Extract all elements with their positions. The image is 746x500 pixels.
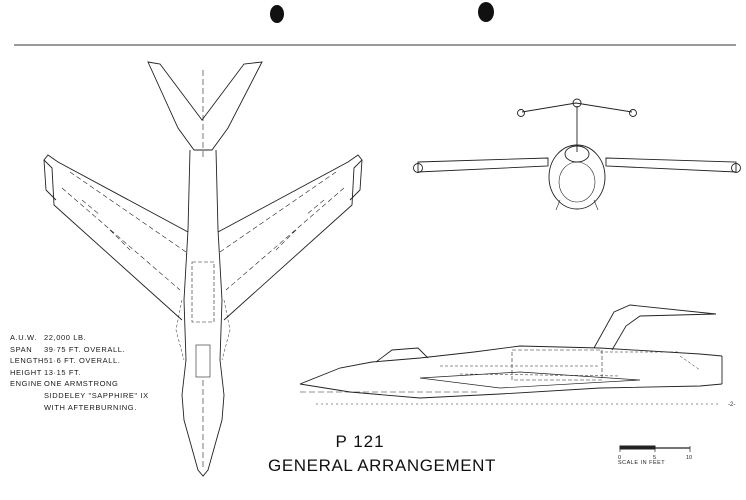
spec-row-engine: ENGINE ONE ARMSTRONG	[10, 378, 149, 390]
plan-wing-left	[43, 154, 189, 321]
plan-cockpit	[195, 344, 211, 378]
scale-caption: SCALE IN FEET	[618, 460, 666, 466]
front-wing-left	[417, 157, 549, 173]
plan-wing-right	[217, 154, 363, 321]
front-intake	[558, 161, 596, 203]
punch-hole-right	[478, 2, 494, 22]
side-fuselage-bottom	[299, 383, 723, 399]
specifications-block: A.U.W. 22,000 LB. SPAN 39·75 FT. OVERALL…	[10, 332, 149, 413]
plan-wingtip-left	[43, 159, 57, 201]
plan-fuselage	[181, 149, 225, 477]
spec-row-span: SPAN 39·75 FT. OVERALL.	[10, 344, 149, 356]
front-wingtip-right	[731, 163, 741, 173]
spec-label: SPAN	[10, 344, 33, 354]
engine-line-3: WITH AFTERBURNING.	[44, 402, 137, 412]
spec-label: LENGTH	[10, 356, 45, 366]
scale-label-5: 5	[653, 455, 656, 461]
spec-row-auw: A.U.W. 22,000 LB.	[10, 332, 149, 344]
spec-row-height: HEIGHT 13·15 FT.	[10, 367, 149, 379]
side-detail-lines	[440, 351, 701, 377]
plan-wingroot-details	[175, 299, 231, 361]
scale-label-10: 10	[686, 455, 692, 461]
spec-label: A.U.W.	[10, 333, 37, 342]
scale-bar-block	[619, 445, 656, 450]
side-fin	[593, 304, 717, 351]
plan-wingtip-right	[349, 159, 363, 201]
drawing-number: P 121	[335, 432, 385, 451]
spec-value: 51·6 FT. OVERALL.	[44, 356, 121, 366]
plan-view	[43, 61, 363, 477]
spec-value: 13·15 FT.	[44, 367, 82, 377]
punch-hole-left	[270, 5, 284, 23]
front-tail-tip-left	[517, 109, 525, 117]
front-view	[413, 98, 741, 211]
scale-bar: 0 5 10	[618, 445, 692, 461]
front-tail-tip-right	[629, 109, 637, 117]
spec-value: 39·75 FT. OVERALL.	[44, 344, 126, 354]
sheet-mark: -2-	[728, 402, 736, 408]
engine-line-2: SIDDELEY "SAPPHIRE" IX	[44, 390, 149, 400]
front-wing-right	[605, 157, 737, 173]
side-fuselage-top	[299, 345, 723, 385]
side-engine-bay	[511, 349, 603, 381]
front-fuselage	[548, 144, 606, 210]
spec-label: ENGINE	[10, 379, 43, 389]
spec-row-length: LENGTH 51·6 FT. OVERALL.	[10, 355, 149, 367]
plan-wing-left-flap	[61, 171, 187, 291]
spec-label: HEIGHT	[10, 367, 42, 377]
side-canopy	[375, 347, 429, 363]
plan-tailplane	[147, 61, 263, 151]
front-tailplane	[521, 102, 633, 113]
front-wingtip-left	[413, 163, 423, 173]
scale-label-0: 0	[618, 455, 621, 461]
spec-value: ONE ARMSTRONG	[44, 379, 119, 389]
spec-value: 22,000 LB.	[44, 333, 87, 342]
drawing-title: GENERAL ARRANGEMENT	[268, 456, 497, 475]
plan-wing-right-flap	[219, 171, 345, 291]
side-view	[299, 304, 723, 405]
front-undercarriage	[555, 199, 599, 211]
plan-intake-box	[191, 261, 215, 323]
side-wing	[419, 371, 641, 389]
